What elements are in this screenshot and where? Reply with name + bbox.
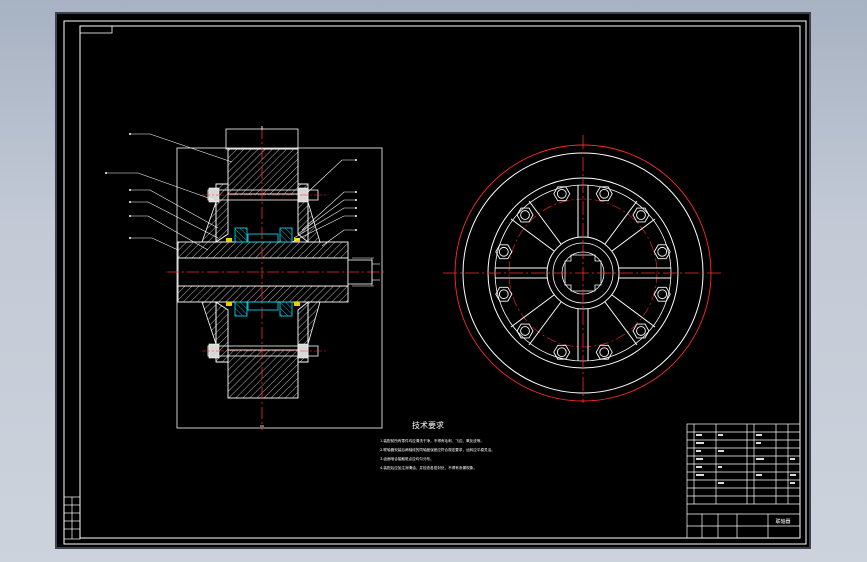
title-block-part-name: 联轴器 [775, 518, 790, 525]
bolt-hex-icon [632, 207, 650, 223]
note-line-1: 1.装配前所有零件均应清洗干净，不得有毛刺、飞边、氧化皮等。 [380, 438, 484, 443]
bolt-hex-icon [632, 323, 650, 339]
bolt-hex-icon [653, 286, 671, 302]
bolt-hole [599, 347, 610, 358]
sheet-border-outer [63, 20, 807, 545]
bolt-hole [657, 246, 668, 257]
notes-title: 技术要求 [412, 420, 444, 430]
bolt-hex-icon [516, 207, 534, 223]
left-leader-lines [106, 133, 233, 251]
technical-notes: 技术要求 1.装配前所有零件均应清洗干净，不得有毛刺、飞边、氧化皮等。 2.联轴… [380, 420, 495, 470]
bolt-hole [556, 188, 567, 199]
sheet-border-inner [79, 25, 801, 539]
bolt-hole [520, 210, 530, 220]
left-leader-dots [105, 133, 131, 239]
left-margin-table [63, 496, 81, 540]
bolt-hex-icon [553, 344, 571, 360]
note-line-4: 4.装配后应加注润滑油，并检查各密封处，不得有渗漏现象。 [380, 465, 477, 470]
coupling-end-view [443, 135, 723, 403]
bolt-hex-icon [553, 186, 571, 202]
bolt-hex-icon [516, 323, 534, 339]
bolt-hole [556, 347, 567, 358]
title-block [686, 423, 801, 539]
note-line-3: 3.齿面啮合接触斑点应均匀分布。 [380, 456, 434, 461]
cad-drawing: 技术要求 1.装配前所有零件均应清洗干净，不得有毛刺、飞边、氧化皮等。 2.联轴… [63, 20, 807, 545]
cad-viewport[interactable]: 技术要求 1.装配前所有零件均应清洗干净，不得有毛刺、飞边、氧化皮等。 2.联轴… [55, 12, 811, 549]
bolt-hex-icon [495, 286, 513, 302]
drawing-number-box [79, 25, 113, 34]
right-leader-lines [291, 159, 356, 247]
bolt-hex-icon [495, 244, 513, 260]
bolt-hole [520, 326, 530, 336]
right-leader-dots [355, 159, 357, 231]
title-block-fill-marks [696, 434, 796, 484]
bolt-hole [498, 246, 509, 257]
bolt-hole [599, 188, 610, 199]
note-line-2: 2.联轴器安装后两轴线的同轴度误差应符合规定要求，运转应平稳灵活。 [380, 447, 495, 452]
bolt-hole [657, 289, 668, 300]
bolt-hex-icon [595, 186, 613, 202]
bolt-hex-icon [653, 244, 671, 260]
bolt-hole [636, 210, 646, 220]
bolt-hex-icon [595, 344, 613, 360]
bolt-hole [636, 326, 646, 336]
coupling-section-view [167, 126, 387, 430]
bolt-hole [498, 289, 509, 300]
